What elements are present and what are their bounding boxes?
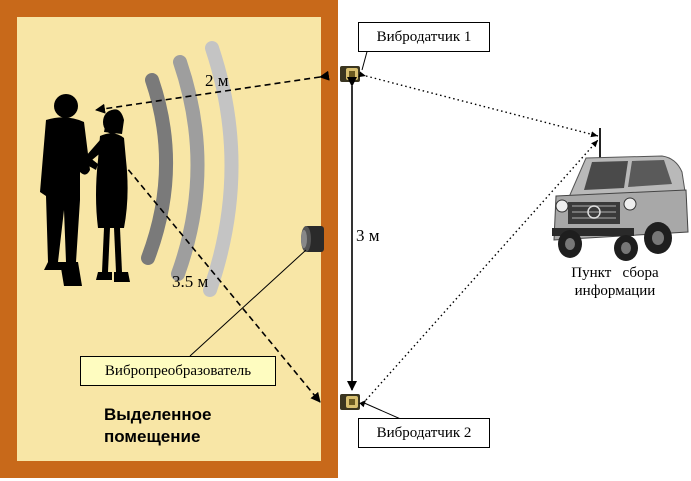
room-title-line1: Выделенное (104, 405, 212, 424)
link-sensor1-center (358, 71, 599, 138)
sensor-1-label: Вибродатчик 1 (358, 22, 490, 52)
vibro-converter-device (301, 226, 324, 252)
room-title-line2: помещение (104, 427, 201, 446)
room-title: Выделенное помещение (104, 404, 211, 448)
sensor-1-label-text: Вибродатчик 1 (376, 28, 472, 45)
collection-point-line1: Пункт сбора (571, 265, 659, 281)
leader-converter (189, 249, 307, 357)
collection-point-line2: информации (574, 283, 656, 299)
collection-point-label: Пункт сбора информации (560, 264, 670, 300)
arrow-3-5m (121, 161, 321, 403)
woman-silhouette (86, 109, 130, 282)
man-silhouette (40, 94, 98, 286)
converter-label: Вибропреобразователь (80, 356, 276, 386)
sensor-2-label: Вибродатчик 2 (358, 418, 490, 448)
distance-2m-label: 2 м (205, 71, 229, 90)
distance-3m-label: 3 м (356, 226, 380, 245)
distance-3-5m-label: 3.5 м (172, 272, 209, 291)
sensor-2-device (340, 394, 360, 410)
arrow-2m (95, 70, 330, 114)
suv-vehicle (552, 128, 689, 261)
sensor-1-device (340, 66, 360, 82)
sensor-2-label-text: Вибродатчик 2 (376, 424, 472, 441)
converter-label-text: Вибропреобразователь (104, 362, 252, 379)
